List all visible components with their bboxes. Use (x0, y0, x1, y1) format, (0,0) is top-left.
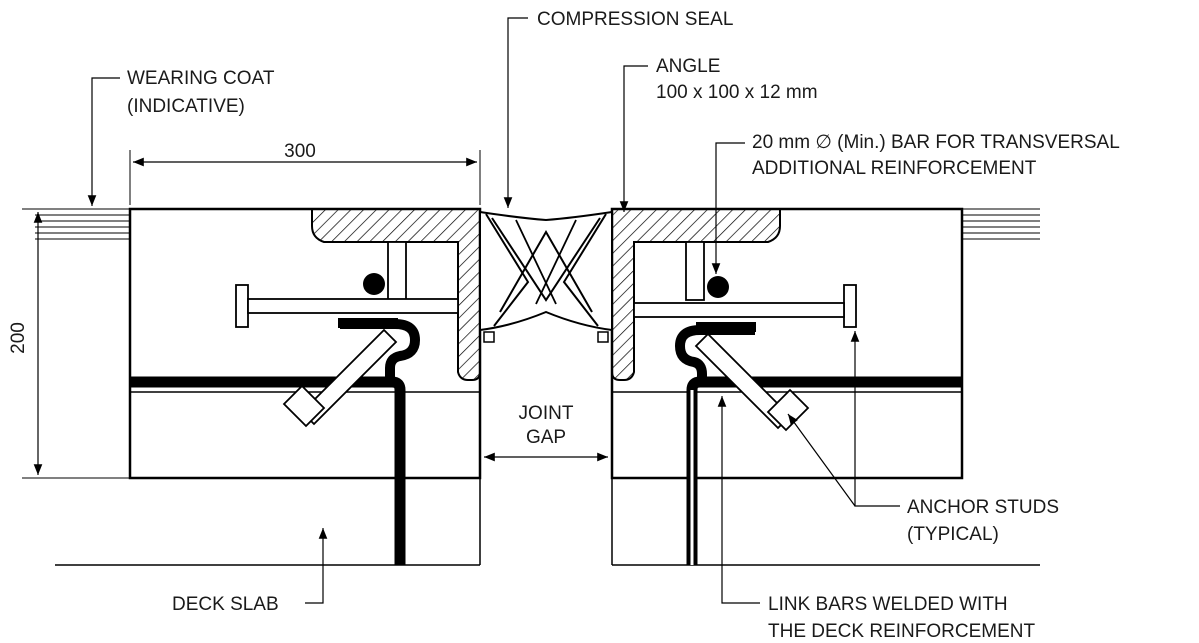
transverse-bar-label-1: 20 mm ∅ (Min.) BAR FOR TRANSVERSAL (752, 132, 1120, 153)
dimension-300 (129, 150, 481, 205)
anchor-studs-label: ANCHOR STUDS (907, 497, 1059, 518)
joint-gap-label-1: JOINT (519, 403, 574, 424)
angle-leader (619, 65, 648, 212)
right-diagonal-stud (694, 332, 810, 432)
right-anchor-stud (633, 284, 857, 328)
left-link-loop (340, 319, 421, 382)
anchor-studs-note: (TYPICAL) (907, 524, 999, 545)
right-link-loop (674, 325, 755, 382)
left-link-plate (338, 318, 398, 328)
dimension-300-label: 300 (284, 141, 316, 162)
transverse-bar-leader (711, 142, 745, 274)
wearing-coat-note: (INDICATIVE) (127, 96, 245, 117)
left-anchor-stud (235, 284, 459, 328)
left-transverse-bar (363, 273, 385, 295)
joint-gap-label-2: GAP (526, 427, 566, 448)
right-nosing-block (610, 207, 964, 480)
deck-slab-leader (305, 528, 328, 604)
dimension-200 (22, 208, 130, 479)
wearing-coat-label: WEARING COAT (127, 68, 275, 89)
link-bars-label-2: THE DECK REINFORCEMENT (768, 621, 1035, 642)
wearing-coat-leader (87, 77, 120, 206)
angle-size-label: 100 x 100 x 12 mm (656, 82, 818, 103)
left-deck-reinforcement (130, 376, 406, 565)
link-bars-leader (717, 396, 760, 604)
wearing-coat-right (962, 208, 1040, 240)
left-nosing-block (128, 207, 482, 480)
right-link-plate (696, 322, 756, 332)
angle-label: ANGLE (656, 56, 720, 77)
deck-slab-lines (55, 478, 1040, 566)
deck-slab-label: DECK SLAB (172, 594, 279, 615)
right-steel-angle (611, 208, 781, 381)
compression-seal (479, 210, 613, 343)
compression-seal-label: COMPRESSION SEAL (537, 9, 733, 30)
right-transverse-bar (707, 276, 729, 298)
anchor-studs-leader-1 (850, 331, 900, 507)
transverse-bar-label-2: ADDITIONAL REINFORCEMENT (752, 158, 1037, 179)
left-stem-plate (387, 241, 407, 301)
link-bars-label-1: LINK BARS WELDED WITH (768, 594, 1008, 615)
dimension-200-label: 200 (8, 322, 29, 354)
left-diagonal-stud (282, 328, 398, 428)
right-stem-plate (685, 241, 705, 301)
compression-seal-leader (503, 17, 528, 208)
left-steel-angle (311, 208, 481, 381)
anchor-studs-leader-2 (787, 413, 856, 507)
wearing-coat-left (35, 208, 130, 240)
